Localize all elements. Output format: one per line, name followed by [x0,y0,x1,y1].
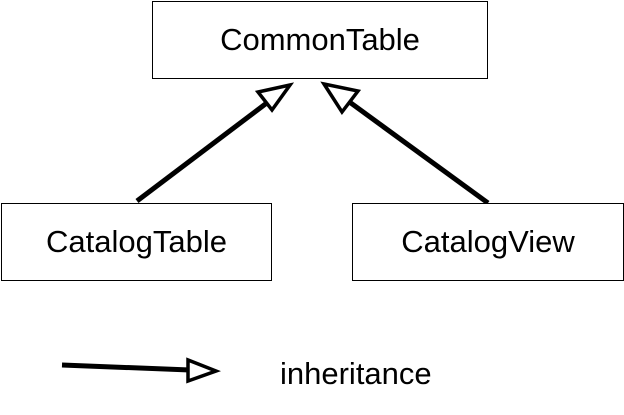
node-catalogview: CatalogView [352,203,624,281]
node-commontable: CommonTable [152,1,488,79]
inheritance-arrowhead-left [254,82,295,113]
node-commontable-label: CommonTable [220,22,420,57]
edge-catalogview-to-commontable [342,95,490,206]
node-catalogtable-label: CatalogTable [46,224,227,259]
legend-arrowhead [186,357,221,384]
edge-catalogtable-to-commontable [135,97,274,203]
legend-label: inheritance [280,356,432,391]
node-catalogview-label: CatalogView [401,224,575,259]
node-catalogtable: CatalogTable [1,203,272,281]
inheritance-arrowhead-right [320,81,362,116]
legend-arrow-shaft [61,362,191,373]
